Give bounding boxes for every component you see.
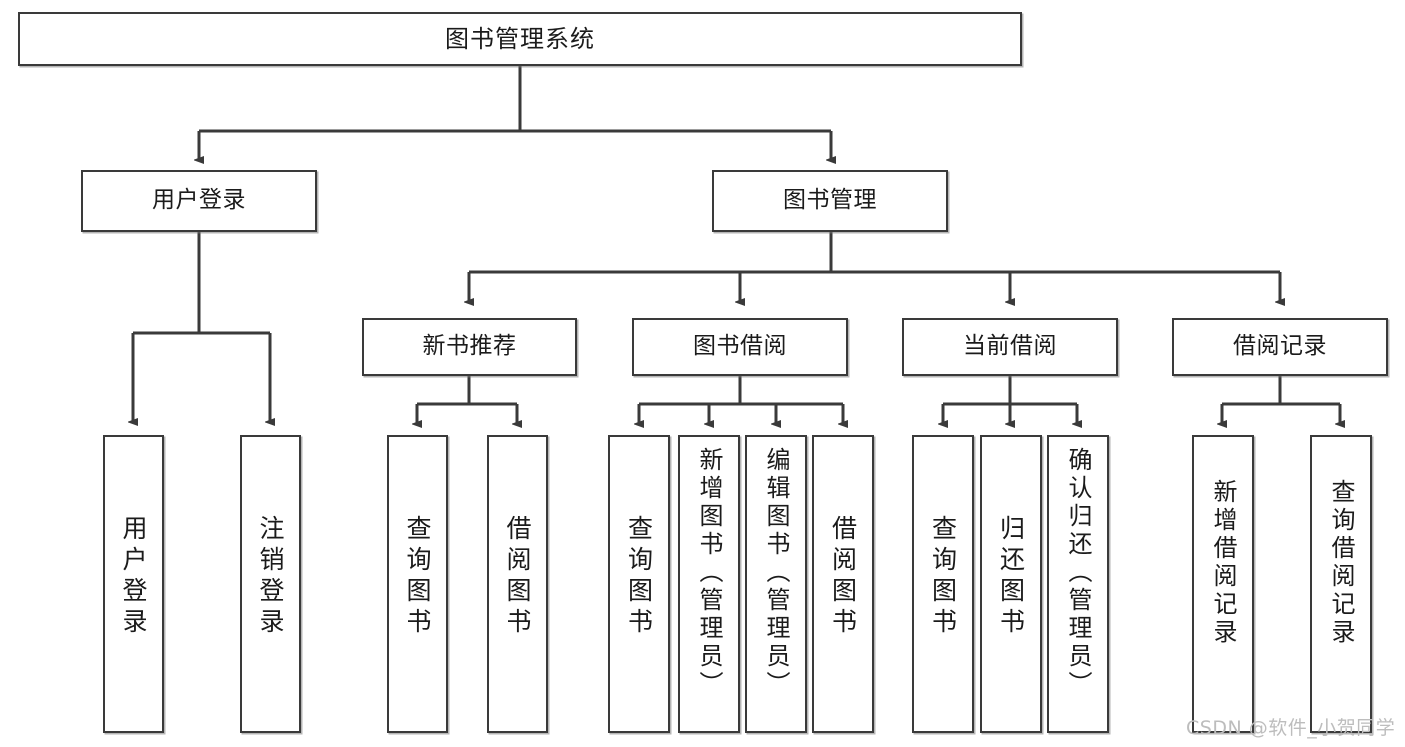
node-label: 新书推荐 [422, 333, 517, 360]
leaf-user-login-login[interactable]: 用户登录 [103, 435, 164, 733]
node-label: 图书管理系统 [445, 24, 595, 53]
node-label: 借阅图书 [828, 515, 858, 639]
node-label: 用户登录 [152, 187, 246, 214]
node-label: 图书管理 [783, 187, 877, 214]
node-label: 新增图书（管理员） [695, 447, 723, 699]
node-label: 编辑图书（管理员） [762, 447, 790, 699]
leaf-book-borrow-borrow-books[interactable]: 借阅图书 [812, 435, 874, 733]
node-label: 查询图书 [624, 515, 654, 639]
node-label: 归还图书 [996, 515, 1026, 639]
leaf-new-book-query-books[interactable]: 查询图书 [387, 435, 448, 733]
node-book-management[interactable]: 图书管理 [712, 170, 948, 232]
node-book-borrow[interactable]: 图书借阅 [632, 318, 848, 376]
leaf-borrow-record-add-record[interactable]: 新增借阅记录 [1192, 435, 1254, 733]
node-label: 用户登录 [119, 515, 148, 639]
node-borrow-record[interactable]: 借阅记录 [1172, 318, 1388, 376]
leaf-user-login-logout[interactable]: 注销登录 [240, 435, 301, 733]
node-label: 确认归还（管理员） [1064, 447, 1092, 699]
node-label: 当前借阅 [963, 333, 1057, 360]
node-user-login[interactable]: 用户登录 [81, 170, 317, 232]
leaf-new-book-borrow-books[interactable]: 借阅图书 [487, 435, 548, 733]
csdn-watermark: CSDN @软件_小贺同学 [1186, 717, 1396, 739]
node-label: 查询图书 [928, 515, 958, 639]
node-label: 新增借阅记录 [1209, 479, 1237, 647]
node-label: 图书借阅 [693, 333, 787, 360]
node-label: 借阅图书 [503, 515, 532, 639]
leaf-borrow-record-query-record[interactable]: 查询借阅记录 [1310, 435, 1372, 733]
node-current-borrow[interactable]: 当前借阅 [902, 318, 1118, 376]
node-label: 查询借阅记录 [1327, 479, 1355, 647]
leaf-current-borrow-query-books[interactable]: 查询图书 [912, 435, 974, 733]
node-label: 查询图书 [403, 515, 432, 639]
node-root-library-management-system[interactable]: 图书管理系统 [18, 12, 1022, 66]
node-label: 借阅记录 [1233, 333, 1327, 360]
leaf-book-borrow-add-book-admin[interactable]: 新增图书（管理员） [678, 435, 740, 733]
node-label: 注销登录 [256, 515, 285, 639]
leaf-book-borrow-edit-book-admin[interactable]: 编辑图书（管理员） [745, 435, 807, 733]
leaf-current-borrow-return-books[interactable]: 归还图书 [980, 435, 1042, 733]
leaf-current-borrow-confirm-return-admin[interactable]: 确认归还（管理员） [1047, 435, 1109, 733]
node-new-book-recommend[interactable]: 新书推荐 [362, 318, 577, 376]
leaf-book-borrow-query-books[interactable]: 查询图书 [608, 435, 670, 733]
